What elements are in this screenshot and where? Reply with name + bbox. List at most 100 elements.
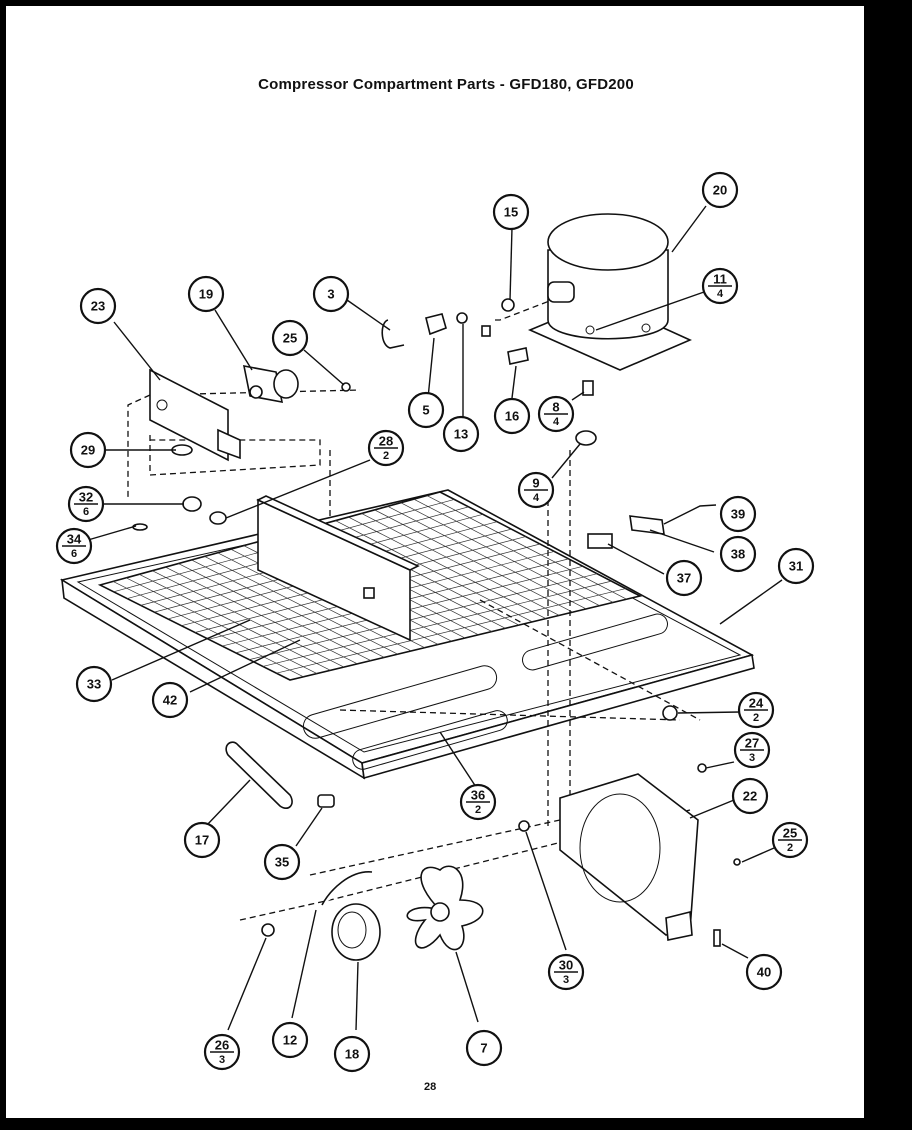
callout-circle	[407, 391, 445, 429]
callout-32-qty-6: 326	[67, 485, 105, 523]
callout-40: 40	[745, 953, 783, 991]
callout-quantity: 2	[787, 842, 793, 854]
callout-quantity: 4	[553, 416, 560, 428]
callout-label: 18	[345, 1047, 359, 1062]
callout-circle	[492, 193, 530, 231]
callout-label: 26	[215, 1038, 229, 1053]
callout-quantity: 2	[383, 450, 389, 462]
callout-label: 22	[743, 789, 757, 804]
callout-circle	[665, 559, 703, 597]
fan-shroud	[559, 763, 741, 941]
callout-label: 9	[532, 476, 539, 491]
callout-label: 11	[713, 272, 727, 287]
compressor	[527, 213, 692, 371]
callout-label: 27	[745, 736, 759, 751]
callout-label: 35	[275, 855, 289, 870]
callout-quantity: 3	[219, 1054, 225, 1066]
callout-label: 8	[552, 400, 559, 415]
callout-circle	[151, 681, 189, 719]
callout-36-qty-2: 362	[459, 783, 497, 821]
callout-quantity: 4	[533, 492, 540, 504]
callout-quantity: 3	[749, 752, 755, 764]
callout-31: 31	[777, 547, 815, 585]
callout-circle	[719, 535, 757, 573]
callout-label: 37	[677, 571, 691, 586]
callout-17: 17	[183, 821, 221, 859]
callout-quantity: 6	[83, 506, 89, 518]
callout-26-qty-3: 263	[203, 1033, 241, 1071]
callout-label: 12	[283, 1033, 297, 1048]
callout-circle	[493, 397, 531, 435]
callout-circle	[777, 547, 815, 585]
callout-label: 32	[79, 490, 93, 505]
callout-7: 7	[465, 1029, 503, 1067]
callout-quantity: 6	[71, 548, 77, 560]
callout-label: 34	[67, 532, 82, 547]
callout-label: 29	[81, 443, 95, 458]
callout-12: 12	[271, 1021, 309, 1059]
callout-label: 20	[713, 183, 727, 198]
callout-35: 35	[263, 843, 301, 881]
callout-circle	[719, 495, 757, 533]
callout-circle	[183, 821, 221, 859]
callout-circle	[701, 171, 739, 209]
callout-circle	[312, 275, 350, 313]
callout-label: 7	[480, 1041, 487, 1056]
callout-quantity: 2	[753, 712, 759, 724]
page-number: 28	[424, 1081, 437, 1093]
callout-13: 13	[442, 415, 480, 453]
parts-diagram: 2015311423192551316842928294326346393837…	[55, 171, 815, 1073]
callout-29: 29	[69, 431, 107, 469]
callout-balloons: 2015311423192551316842928294326346393837…	[55, 171, 815, 1073]
callout-label: 15	[504, 205, 518, 220]
callout-27-qty-3: 273	[733, 731, 771, 769]
callout-3: 3	[312, 275, 350, 313]
callout-circle	[333, 1035, 371, 1073]
callout-20: 20	[701, 171, 739, 209]
callout-circle	[79, 287, 117, 325]
callout-23: 23	[79, 287, 117, 325]
control-bracket	[149, 364, 351, 462]
callout-5: 5	[407, 391, 445, 429]
callout-circle	[745, 953, 783, 991]
leader-lines	[87, 205, 783, 1031]
callout-label: 16	[505, 409, 519, 424]
callout-label: 38	[731, 547, 745, 562]
left-hardware	[132, 496, 227, 531]
callout-18: 18	[333, 1035, 371, 1073]
callout-label: 5	[422, 403, 429, 418]
callout-34-qty-6: 346	[55, 527, 93, 565]
callout-label: 42	[163, 693, 177, 708]
callout-circle	[271, 319, 309, 357]
callout-label: 24	[749, 696, 764, 711]
callout-25: 25	[271, 319, 309, 357]
callout-label: 31	[789, 559, 803, 574]
relay-parts	[381, 298, 597, 446]
callout-8-qty-4: 84	[537, 395, 575, 433]
callout-22: 22	[731, 777, 769, 815]
callout-15: 15	[492, 193, 530, 231]
callout-19: 19	[187, 275, 225, 313]
callout-16: 16	[493, 397, 531, 435]
callout-quantity: 4	[717, 288, 724, 300]
callout-label: 36	[471, 788, 485, 803]
callout-quantity: 2	[475, 804, 481, 816]
callout-label: 13	[454, 427, 468, 442]
callout-label: 23	[91, 299, 105, 314]
callout-38: 38	[719, 535, 757, 573]
callout-33: 33	[75, 665, 113, 703]
callout-9-qty-4: 94	[517, 471, 555, 509]
callout-circle	[75, 665, 113, 703]
callout-label: 25	[783, 826, 797, 841]
callout-circle	[731, 777, 769, 815]
callout-circle	[69, 431, 107, 469]
callout-label: 28	[379, 434, 393, 449]
callout-25-qty-2: 252	[771, 821, 809, 859]
callout-quantity: 3	[563, 974, 569, 986]
callout-24-qty-2: 242	[737, 691, 775, 729]
callout-label: 40	[757, 965, 771, 980]
callout-11-qty-4: 114	[701, 267, 739, 305]
callout-circle	[263, 843, 301, 881]
callout-label: 33	[87, 677, 101, 692]
callout-label: 19	[199, 287, 213, 302]
